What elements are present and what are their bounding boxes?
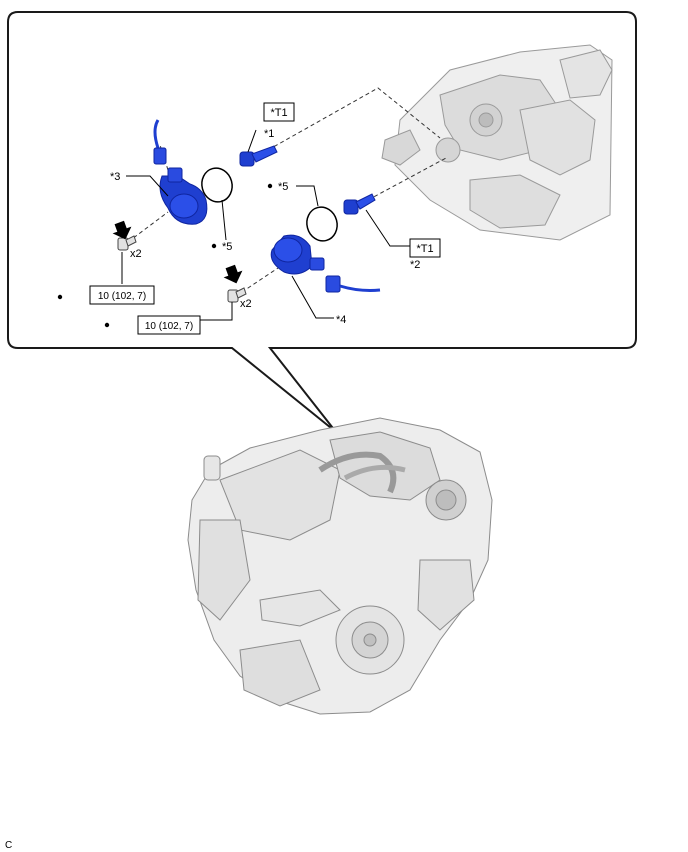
cylinder-head-closeup: [381, 44, 613, 241]
arrows: [112, 220, 243, 284]
down-arrow-icon-right: [223, 264, 243, 284]
callout-3: *3: [110, 171, 120, 183]
callout-1: *1: [264, 128, 274, 140]
mounting-bolts: [117, 235, 247, 303]
dashed-line-bolt1: [267, 87, 441, 151]
callout-t1-lower: *T1: [409, 238, 441, 258]
oil-control-valve-right: [270, 234, 381, 293]
bolt-2: [343, 193, 376, 215]
torque-right-text: 10 (102, 7): [145, 321, 193, 332]
callout-t1-lower-text: *T1: [416, 243, 433, 255]
engine-assembly: [187, 417, 493, 715]
corner-code: C: [5, 840, 12, 851]
o-rings: [201, 167, 338, 242]
blue-parts: [153, 119, 381, 293]
oil-control-valve-left: [153, 119, 208, 225]
callout-t1-upper: *T1: [263, 102, 295, 122]
o-ring-left: [201, 167, 233, 203]
dashed-line-bolt2: [367, 157, 447, 201]
mounting-bolt-left: [117, 235, 137, 251]
leader-lines: [121, 129, 410, 321]
callout-4: *4: [336, 314, 346, 326]
callout-5-left: *5: [222, 241, 232, 253]
torque-box-right: 10 (102, 7): [137, 315, 201, 335]
quantity-left: x2: [130, 248, 142, 260]
o-ring-right: [306, 206, 338, 242]
callout-2: *2: [410, 259, 420, 271]
mounting-bolt-right: [227, 287, 247, 303]
quantity-right: x2: [240, 298, 252, 310]
torque-left-text: 10 (102, 7): [98, 291, 146, 302]
torque-box-left: 10 (102, 7): [89, 285, 155, 305]
callout-t1-upper-text: *T1: [270, 107, 287, 119]
down-arrow-icon-left: [112, 220, 132, 240]
bullet-markers: [57, 183, 273, 328]
bolt-1: [239, 145, 278, 167]
callout-5-right: *5: [278, 181, 288, 193]
